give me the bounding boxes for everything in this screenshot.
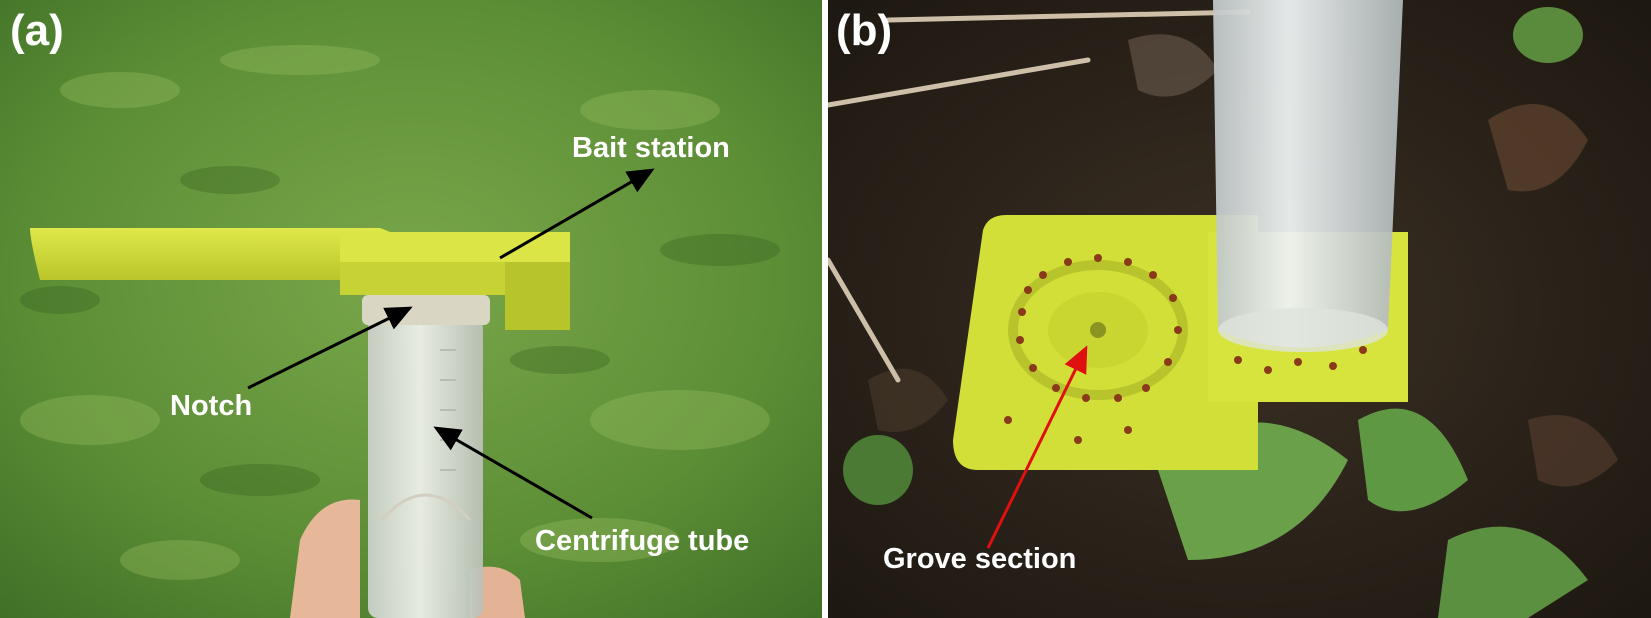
centrifuge-tube-label: Centrifuge tube (535, 525, 750, 557)
notch-label: Notch (170, 390, 253, 422)
bait-station-arrow (499, 168, 655, 260)
panel-b-photo: (b) Grove section (828, 0, 1651, 618)
panel-b-letter: (b) (836, 6, 893, 55)
panel-a-photo: (a) Bait station Notch Centrifuge tube (0, 0, 822, 618)
notch-arrow (247, 306, 413, 390)
bait-station-label: Bait station (572, 132, 730, 164)
ants-at-bait-station-photo (828, 0, 1651, 618)
grove-section-arrow (986, 345, 1088, 549)
panel-divider (822, 0, 828, 618)
grove-section-label: Grove section (883, 543, 1077, 575)
centrifuge-tube-arrow (433, 426, 593, 520)
panel-a-letter: (a) (10, 6, 64, 55)
bait-station-photo (0, 0, 822, 618)
